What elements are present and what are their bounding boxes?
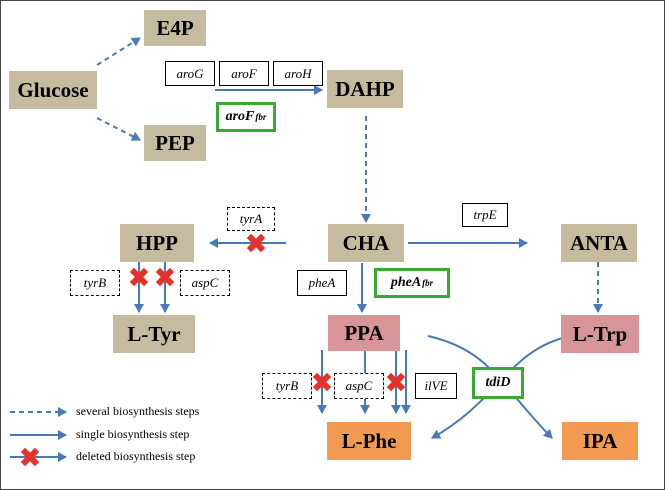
node-e4p: E4P bbox=[144, 10, 206, 46]
node-anta: ANTA bbox=[561, 224, 637, 262]
node-ppa: PPA bbox=[328, 315, 400, 351]
cross-icon-tyrb-top bbox=[129, 267, 149, 287]
node-pep: PEP bbox=[144, 125, 206, 161]
gene-ilve: ilVE bbox=[415, 373, 457, 399]
gene-phea: pheA bbox=[297, 270, 347, 296]
gene-arof-fbr-base: aroF bbox=[225, 109, 255, 124]
gene-trpe: trpE bbox=[462, 203, 508, 227]
node-lphe: L-Phe bbox=[327, 422, 411, 460]
gene-aspc-bottom: aspC bbox=[334, 373, 384, 399]
gene-tyrb-top: tyrB bbox=[70, 270, 120, 296]
cross-icon-aspc-top bbox=[155, 267, 175, 287]
node-hpp: HPP bbox=[120, 224, 194, 262]
legend-deleted-step: deleted biosynthesis step bbox=[76, 449, 196, 463]
node-cha: CHA bbox=[328, 224, 404, 262]
node-ltrp: L-Trp bbox=[561, 315, 639, 353]
gene-tyra: tyrA bbox=[227, 207, 275, 231]
node-glucose: Glucose bbox=[9, 71, 97, 109]
node-ipa: IPA bbox=[562, 422, 638, 460]
cross-icon-tyra bbox=[246, 233, 266, 253]
node-dahp: DAHP bbox=[327, 70, 403, 108]
gene-phea-fbr-sup: fbr bbox=[422, 278, 434, 288]
cross-icon-legend bbox=[20, 447, 40, 467]
arrow-glucose-e4p bbox=[96, 37, 141, 66]
node-ltyr: L-Tyr bbox=[113, 315, 195, 353]
legend-several-steps: several biosynthesis steps bbox=[76, 404, 200, 418]
gene-arof: aroF bbox=[219, 61, 269, 86]
gene-aroh: aroH bbox=[273, 61, 323, 86]
gene-arof-fbr-sup: fbr bbox=[255, 112, 267, 122]
gene-phea-fbr-base: pheA bbox=[390, 275, 422, 290]
cross-icon-aspc-bottom bbox=[386, 372, 406, 392]
gene-tyrb-bottom: tyrB bbox=[262, 373, 312, 399]
legend-single-step: single biosynthesis step bbox=[76, 427, 190, 441]
gene-tdid: tdiD bbox=[472, 367, 524, 399]
arrow-glucose-pep bbox=[96, 117, 141, 141]
cross-icon-tyrb-bottom bbox=[312, 372, 332, 392]
gene-arog: aroG bbox=[165, 61, 215, 86]
gene-aspc-top: aspC bbox=[180, 270, 230, 296]
